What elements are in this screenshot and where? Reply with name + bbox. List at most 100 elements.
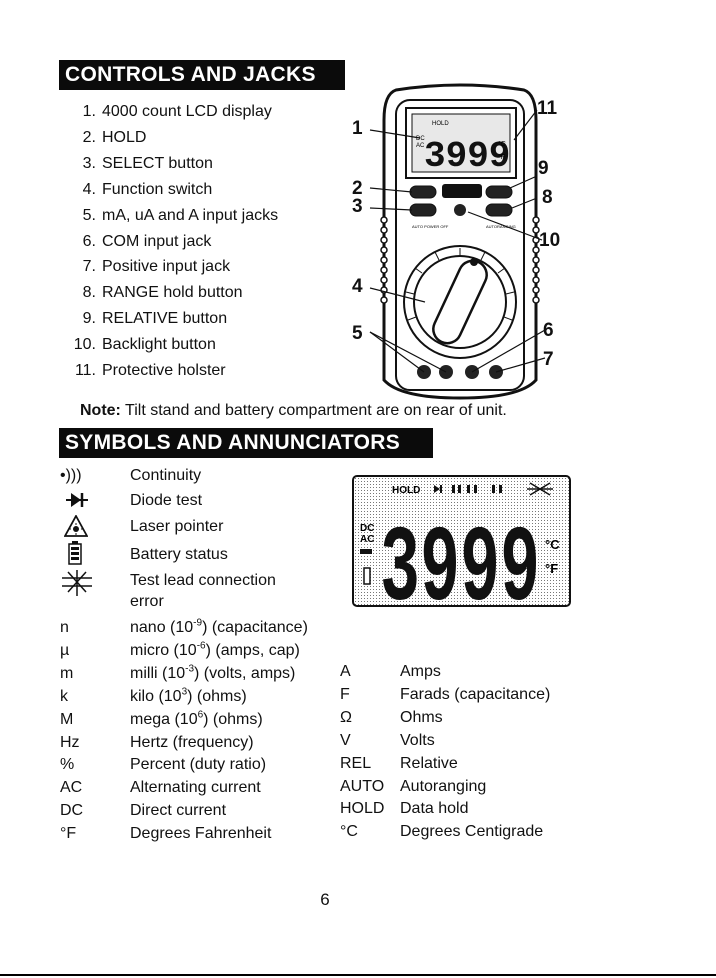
prefix-symbol: µ <box>60 641 70 659</box>
unit-desc: Data hold <box>400 800 469 818</box>
prefix-symbol: DC <box>60 802 84 820</box>
prefix-desc: Direct current <box>130 801 226 821</box>
laser-desc: Laser pointer <box>130 518 224 535</box>
prefix-exponent: 6 <box>197 709 204 721</box>
controls-item-number: 2. <box>82 128 96 146</box>
controls-item-label: mA, uA and A input jacks <box>102 206 279 224</box>
lcd-deg-f: °F <box>545 561 558 576</box>
prefix-desc-text: Alternating current <box>130 779 261 797</box>
prefix-symbol: k <box>60 687 68 705</box>
laser-button[interactable] <box>454 204 466 216</box>
prefix-desc-text: kilo (10 <box>130 687 182 705</box>
unit-symbol: HOLD <box>340 800 385 818</box>
controls-item-number: 6. <box>82 232 96 250</box>
callout-7: 7 <box>543 349 554 370</box>
battery-icon <box>68 541 82 565</box>
controls-item-number: 8. <box>82 284 96 302</box>
symbols-heading: SYMBOLS AND ANNUNCIATORS <box>59 428 433 458</box>
callout-3: 3 <box>352 196 363 217</box>
unit-symbol: V <box>340 731 351 749</box>
lcd-annunciator-illustration: HOLD DC AC 3999 °C °F <box>352 475 571 607</box>
prefix-symbol: Hz <box>60 733 80 751</box>
meter-display-digits: 3999 <box>424 136 510 177</box>
callout-9: 9 <box>538 158 549 179</box>
prefix-symbol: AC <box>60 779 83 797</box>
unit-desc: Degrees Centigrade <box>400 823 544 841</box>
controls-item-label: RANGE hold button <box>102 284 243 302</box>
input-jacks[interactable] <box>417 365 503 379</box>
prefix-exponent: -9 <box>193 617 203 629</box>
prefix-desc-text: nano (10 <box>130 619 194 636</box>
prefix-desc: Degrees Fahrenheit <box>130 824 271 844</box>
prefix-desc-tail: ) (capacitance) <box>202 619 308 636</box>
controls-item: 11.Protective holster <box>66 361 226 381</box>
continuity-desc: Continuity <box>130 467 202 484</box>
controls-item-label: Backlight button <box>102 336 216 354</box>
prefix-desc: kilo (103) (ohms) <box>130 687 247 707</box>
unit-desc: Volts <box>400 731 435 749</box>
test-lead-error-icon <box>62 570 92 596</box>
callout-10: 10 <box>539 230 561 251</box>
controls-item-label: 4000 count LCD display <box>102 103 272 120</box>
unit-symbol: °C <box>340 823 358 841</box>
laser-warning-icon <box>64 515 88 537</box>
prefix-desc: mega (106) (ohms) <box>130 710 263 730</box>
controls-item: 8. RANGE hold button <box>66 283 243 303</box>
range-button[interactable] <box>485 203 513 217</box>
callout-lines <box>369 109 546 373</box>
controls-item-number: 1. <box>82 103 96 120</box>
prefix-desc-tail: ) (volts, amps) <box>194 664 296 682</box>
prefix-desc-text: micro (10 <box>130 641 197 659</box>
callout-1: 1 <box>352 118 363 139</box>
note-label: Note: <box>80 402 121 419</box>
page-number: 6 <box>320 890 330 909</box>
diode-desc: Diode test <box>130 492 203 509</box>
auto-power-off-label: AUTO POWER OFF <box>412 224 449 229</box>
controls-item-label: Positive input jack <box>102 258 231 276</box>
callout-2: 2 <box>352 178 363 199</box>
unit-desc: Relative <box>400 754 458 772</box>
prefix-exponent: -6 <box>196 640 206 652</box>
callout-4: 4 <box>352 276 363 297</box>
relative-button[interactable] <box>485 185 513 199</box>
prefix-desc-text: milli (10 <box>130 664 186 682</box>
prefix-desc-tail: ) (ohms) <box>203 710 263 728</box>
prefix-desc: Hertz (frequency) <box>130 733 254 753</box>
test-lead-desc: Test lead connection <box>130 572 276 589</box>
prefix-symbol: m <box>60 664 74 682</box>
controls-item: 9. RELATIVE button <box>66 309 227 329</box>
controls-item-number: 7. <box>82 258 96 276</box>
lcd-hold-label: HOLD <box>392 485 420 496</box>
controls-item: 10.Backlight button <box>66 335 216 355</box>
controls-item-number: 9. <box>82 310 96 328</box>
controls-item-label: SELECT button <box>102 154 213 172</box>
prefix-desc-tail: ) (ohms) <box>187 687 247 705</box>
continuity-symbol: •))) <box>60 467 82 484</box>
meter-ac-label: AC <box>416 143 425 149</box>
meter-dc-label: DC <box>416 136 425 142</box>
prefix-desc: milli (10-3) (volts, amps) <box>130 664 295 684</box>
controls-item-label: Function switch <box>102 180 213 198</box>
backlight-button[interactable] <box>442 184 482 198</box>
controls-item: 1. 4000 count LCD display <box>66 102 272 122</box>
callout-11: 11 <box>537 98 558 119</box>
prefix-desc: micro (10-6) (amps, cap) <box>130 641 300 661</box>
callout-8: 8 <box>542 187 553 208</box>
unit-desc: Ohms <box>400 708 443 726</box>
prefix-symbol: n <box>60 619 69 636</box>
bottom-rule <box>0 974 716 976</box>
prefix-desc-text: mega (10 <box>130 710 198 728</box>
meter-deg-f: °F <box>498 153 505 161</box>
unit-symbol: A <box>340 663 351 680</box>
controls-item-number: 11. <box>74 362 96 379</box>
unit-symbol: F <box>340 685 350 703</box>
unit-symbol: AUTO <box>340 777 385 795</box>
controls-item: 5.mA, uA and A input jacks <box>66 206 278 226</box>
controls-item-label: RELATIVE button <box>102 310 228 328</box>
lcd-digits: 3999 <box>380 510 540 607</box>
diode-icon <box>66 493 88 507</box>
callout-6: 6 <box>543 320 554 341</box>
meter-deg-c: °C <box>498 140 506 148</box>
test-lead-desc-2: error <box>130 593 164 610</box>
prefix-exponent: -3 <box>185 663 195 675</box>
